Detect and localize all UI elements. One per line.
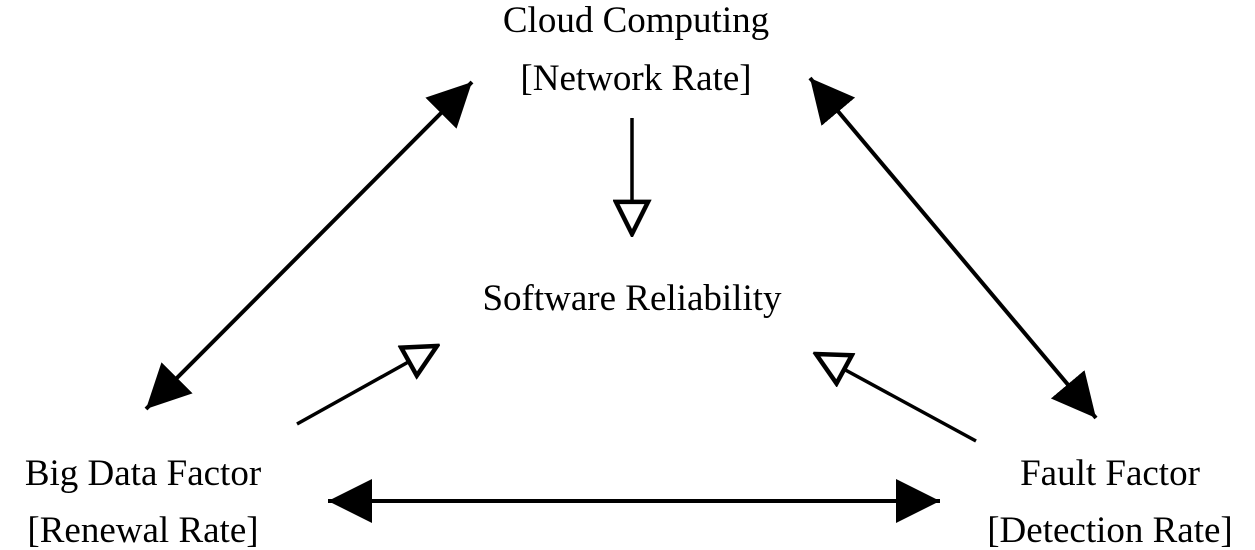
node-cloud-subtitle: [Network Rate] (520, 58, 751, 99)
edge-cloud-fault (808, 76, 1098, 420)
node-cloud-title: Cloud Computing (503, 0, 769, 41)
node-bigdata-title: Big Data Factor (25, 453, 261, 494)
edge-cloud-bigdata (144, 80, 474, 411)
node-reliability-title: Software Reliability (482, 278, 782, 319)
node-software-reliability: Software Reliability (482, 278, 782, 319)
node-big-data-factor: Big Data Factor [Renewal Rate] (25, 453, 261, 550)
node-fault-factor: Fault Factor [Detection Rate] (987, 453, 1233, 550)
edge-fault-reliability (816, 354, 977, 443)
edge-bigdata-reliability (296, 346, 437, 426)
node-bigdata-subtitle: [Renewal Rate] (27, 510, 258, 550)
node-fault-subtitle: [Detection Rate] (987, 510, 1233, 550)
node-cloud-computing: Cloud Computing [Network Rate] (503, 0, 769, 99)
node-fault-title: Fault Factor (1020, 453, 1200, 494)
